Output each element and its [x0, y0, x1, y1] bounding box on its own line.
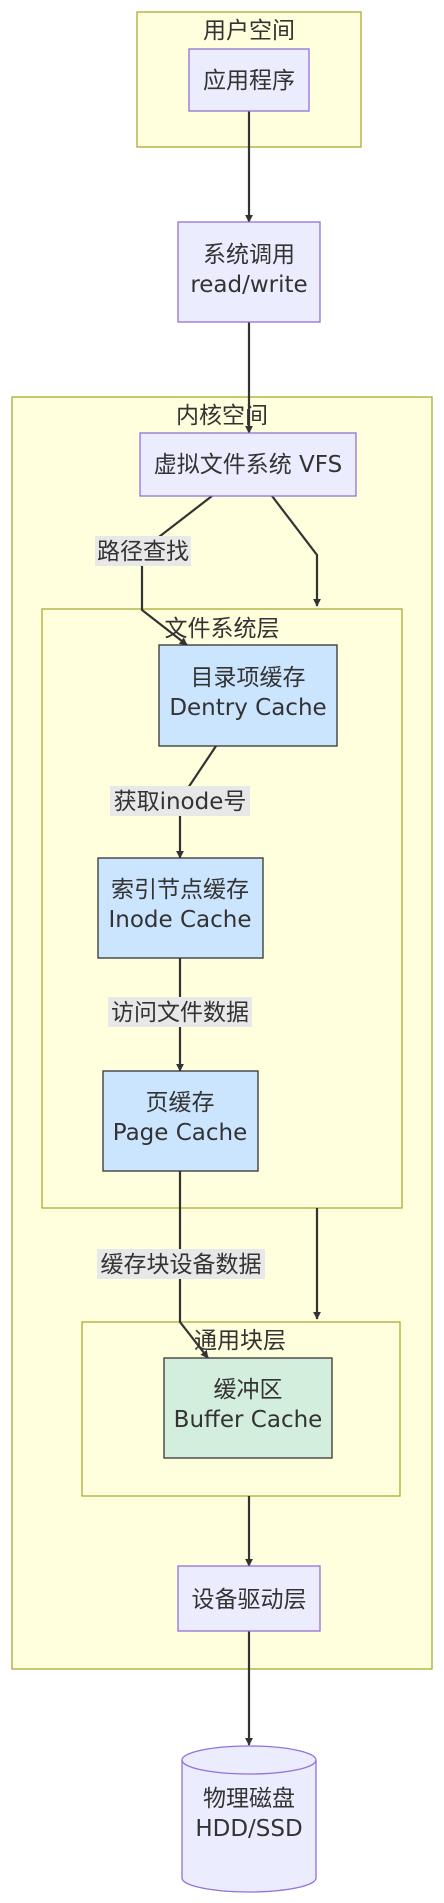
svg-text:Inode Cache: Inode Cache	[108, 907, 251, 933]
svg-text:物理磁盘: 物理磁盘	[203, 1786, 295, 1812]
cluster-block-layer-title: 通用块层	[194, 1328, 286, 1354]
node-app: 应用程序	[188, 48, 310, 112]
svg-text:Page Cache: Page Cache	[113, 1120, 248, 1146]
svg-text:缓冲区: 缓冲区	[214, 1377, 283, 1403]
svg-text:Buffer Cache: Buffer Cache	[174, 1407, 323, 1433]
node-physical-disk: 物理磁盘 HDD/SSD	[181, 1745, 317, 1893]
edge-label-cache-block: 缓存块设备数据	[97, 1249, 265, 1279]
disk-cylinder-icon	[181, 1745, 317, 1893]
svg-text:获取inode号: 获取inode号	[114, 789, 247, 815]
edge-label-get-inode: 获取inode号	[110, 786, 250, 816]
svg-text:页缓存: 页缓存	[146, 1090, 215, 1116]
svg-text:设备驱动层: 设备驱动层	[192, 1587, 307, 1613]
svg-text:目录项缓存: 目录项缓存	[191, 665, 306, 691]
node-vfs: 虚拟文件系统 VFS	[139, 432, 357, 497]
svg-text:索引节点缓存: 索引节点缓存	[111, 877, 249, 903]
edge-vfs-dentry	[140, 495, 213, 646]
edge-vfs-fslayer	[271, 495, 321, 607]
edge-label-access-data: 访问文件数据	[108, 997, 252, 1027]
node-page-cache: 页缓存 Page Cache	[102, 1070, 259, 1172]
svg-text:Dentry Cache: Dentry Cache	[169, 695, 326, 721]
edge-label-path-lookup: 路径查找	[95, 536, 191, 566]
node-device-driver: 设备驱动层	[177, 1565, 321, 1632]
node-dentry-cache: 目录项缓存 Dentry Cache	[158, 644, 338, 747]
svg-text:应用程序: 应用程序	[203, 68, 295, 94]
node-buffer-cache: 缓冲区 Buffer Cache	[163, 1357, 333, 1459]
svg-text:缓存块设备数据: 缓存块设备数据	[101, 1252, 262, 1278]
node-inode-cache: 索引节点缓存 Inode Cache	[97, 857, 264, 959]
cluster-fs-layer-title: 文件系统层	[165, 616, 280, 642]
node-syscall: 系统调用 read/write	[177, 221, 321, 323]
edge-page-buffer	[178, 1171, 209, 1359]
svg-text:read/write: read/write	[190, 272, 307, 298]
svg-text:系统调用: 系统调用	[203, 242, 295, 268]
svg-text:虚拟文件系统 VFS: 虚拟文件系统 VFS	[154, 452, 342, 478]
cluster-user-space-title: 用户空间	[203, 18, 295, 44]
svg-text:HDD/SSD: HDD/SSD	[195, 1816, 302, 1842]
cluster-kernel-space-title: 内核空间	[176, 403, 268, 429]
svg-text:路径查找: 路径查找	[97, 539, 189, 565]
svg-text:访问文件数据: 访问文件数据	[111, 1000, 249, 1026]
